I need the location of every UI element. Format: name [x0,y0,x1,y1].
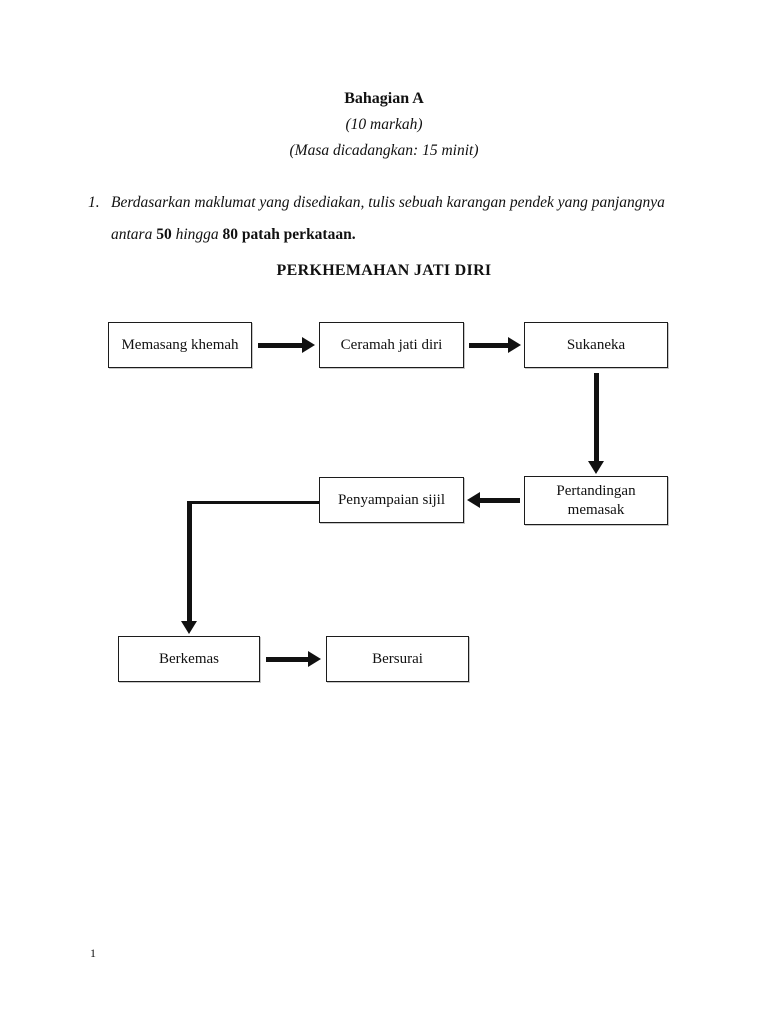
section-header: Bahagian A (10 markah) (Masa dicadangkan… [0,86,768,164]
time-line: (Masa dicadangkan: 15 minit) [289,142,479,159]
arrow-berkemas-to-bersurai-icon [266,651,321,667]
arrow-head-right-icon [508,337,521,353]
arrow-shaft [469,342,508,348]
arrow-memasang-to-ceramah-icon [258,337,315,353]
question-item: 1. Berdasarkan maklumat yang disediakan,… [88,187,694,251]
page-number: 1 [90,946,96,960]
arrow-head-left-icon [467,492,480,508]
flow-node-ceramah-jati-diri: Ceramah jati diri [319,322,464,368]
question-segment: hingga [171,226,223,243]
flow-node-label: Bersurai [372,650,423,667]
flow-node-berkemas: Berkemas [118,636,260,682]
question-segment-bold: 50 [156,226,172,243]
flow-node-bersurai: Bersurai [326,636,469,682]
arrow-head-down-icon [181,621,197,634]
flow-node-label: Memasang khemah [121,336,239,353]
arrow-elbow-horizontal [188,501,319,504]
arrow-head-down-icon [588,461,604,474]
marks-line: (10 markah) [345,116,423,133]
arrow-pertandingan-to-penyampaian-icon [467,492,520,508]
arrow-shaft [480,497,520,503]
arrow-head-right-icon [308,651,321,667]
arrow-head-right-icon [302,337,315,353]
arrow-shaft [258,342,302,348]
flow-node-pertandingan-memasak: Pertandingan memasak [524,476,668,525]
arrow-ceramah-to-sukaneka-icon [469,337,521,353]
diagram-title: PERKHEMAHAN JATI DIRI [276,262,492,279]
flow-node-label: Ceramah jati diri [340,336,443,353]
flow-node-memasang-khemah: Memasang khemah [108,322,252,368]
question-segment-bold: 80 patah perkataan. [222,226,356,243]
arrow-sukaneka-to-pertandingan-icon [588,373,604,474]
flow-node-label: Penyampaian sijil [337,491,446,508]
flow-node-label: Berkemas [159,650,219,667]
question-segment: antara [111,226,157,243]
flow-node-penyampaian-sijil: Penyampaian sijil [319,477,464,523]
question-text: Berdasarkan maklumat yang disediakan, tu… [111,187,694,251]
arrow-shaft [593,373,599,461]
flow-node-label: Pertandingan memasak [556,482,636,518]
question-segment: Berdasarkan maklumat yang disediakan, tu… [111,194,665,211]
flow-node-label: Sukaneka [566,336,626,353]
arrow-elbow-vertical [187,501,192,622]
question-number: 1. [88,194,100,211]
section-title: Bahagian A [344,90,424,107]
arrow-shaft [266,656,308,662]
flow-node-sukaneka: Sukaneka [524,322,668,368]
